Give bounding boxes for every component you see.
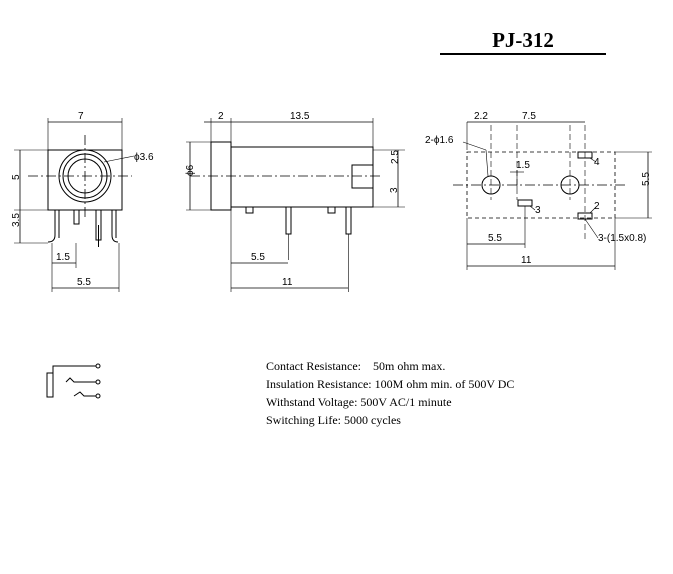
pcb-slots-note: 3-(1.5x0.8) bbox=[598, 233, 646, 244]
side-pin-2 bbox=[345, 206, 352, 235]
spec-switching-life: Switching Life: 5000 cycles bbox=[266, 413, 401, 427]
pcb-pad-2-label: 2 bbox=[594, 201, 600, 212]
side-dim-upper-label: 2.5 bbox=[390, 150, 401, 164]
front-pin-offset-label: 1.5 bbox=[56, 252, 70, 263]
side-view bbox=[186, 118, 405, 292]
switch-schematic-symbol bbox=[46, 363, 101, 399]
front-pin-center-left bbox=[73, 209, 80, 225]
pcb-holes-note: 2-ϕ1.6 bbox=[425, 135, 454, 146]
side-pin-offset-label: 5.5 bbox=[251, 252, 265, 263]
front-pin-span-label: 5.5 bbox=[77, 277, 91, 288]
side-diameter-label: ϕ6 bbox=[185, 164, 196, 176]
front-width-label: 7 bbox=[78, 111, 84, 122]
part-title: PJ-312 bbox=[440, 28, 606, 55]
side-length-label: 13.5 bbox=[290, 111, 310, 122]
spec-contact-resistance: Contact Resistance:50m ohm max. bbox=[266, 359, 446, 373]
schematic-sleeve bbox=[46, 372, 54, 398]
front-pin-left bbox=[47, 210, 56, 243]
front-height-top-label: 5 bbox=[11, 174, 22, 180]
pcb-height-label: 5.5 bbox=[641, 172, 652, 186]
pcb-pad-3-label: 3 bbox=[535, 205, 541, 216]
spec-withstand-voltage: Withstand Voltage: 500V AC/1 minute bbox=[266, 395, 452, 409]
slot-pad-3 bbox=[517, 199, 533, 207]
pcb-dim-a-label: 2.2 bbox=[474, 111, 488, 122]
pcb-layout bbox=[453, 121, 652, 270]
spec-insulation-resistance: Insulation Resistance: 100M ohm min. of … bbox=[266, 377, 515, 391]
side-pin-1 bbox=[285, 206, 292, 235]
side-notch bbox=[351, 164, 374, 189]
pcb-pad-4-label: 4 bbox=[594, 157, 600, 168]
side-flange-label: 2 bbox=[218, 111, 224, 122]
front-pin-right bbox=[111, 210, 119, 243]
front-view bbox=[14, 118, 135, 292]
pcb-dim-c-label: 1.5 bbox=[516, 160, 530, 171]
side-total-length-label: 11 bbox=[282, 277, 293, 288]
front-height-bottom-label: 3.5 bbox=[11, 213, 22, 227]
pcb-width-label: 11 bbox=[521, 255, 532, 266]
side-dim-lower-label: 3 bbox=[389, 187, 400, 193]
specifications: Contact Resistance:50m ohm max. Insulati… bbox=[266, 357, 514, 429]
front-hole-diameter-label: ϕ3.6 bbox=[134, 152, 154, 163]
pcb-dim-d-label: 5.5 bbox=[488, 233, 502, 244]
pcb-dim-b-label: 7.5 bbox=[522, 111, 536, 122]
